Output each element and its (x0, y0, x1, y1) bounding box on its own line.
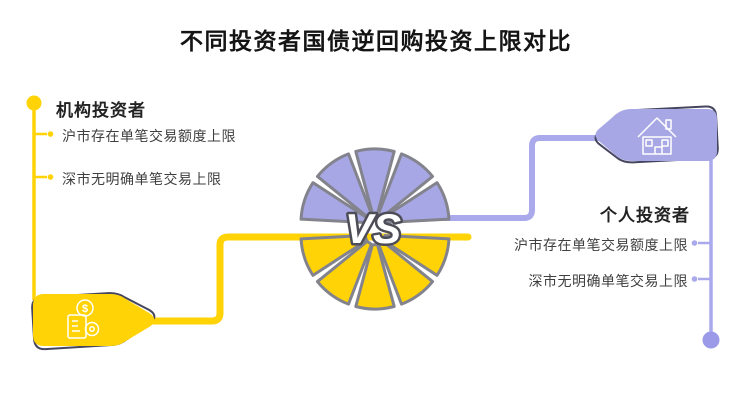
institutional-badge-shape (33, 294, 155, 346)
small-coin-center (89, 326, 95, 332)
right-tick-1 (691, 240, 711, 246)
left-timeline (26, 95, 54, 300)
left-tick-1 (34, 131, 54, 137)
left-tick-dot (47, 174, 54, 180)
right-tick-2 (691, 276, 711, 282)
purple-connector-line (377, 135, 607, 221)
left-tick-dot (47, 131, 54, 137)
house-body (642, 136, 672, 155)
house-door (654, 146, 663, 154)
coin-symbol: $ (82, 303, 88, 315)
house-icon (637, 117, 677, 155)
house-window (661, 139, 669, 147)
individual-badge-shape (595, 109, 717, 161)
institutional-bullet-2: 深市无明确单笔交易上限 (62, 171, 222, 187)
right-timeline-end-dot (702, 331, 720, 349)
yellow-connector-line (146, 233, 472, 325)
money-document-icon: $ (67, 299, 100, 339)
institutional-group-heading: 机构投资者 (56, 101, 146, 120)
coin-circle (76, 299, 94, 317)
left-tick-2 (34, 174, 54, 180)
page-title: 不同投资者国债逆回购投资上限对比 (180, 28, 572, 54)
individual-bullet-2: 深市无明确单笔交易上限 (528, 273, 688, 289)
right-tick-dot (691, 240, 698, 246)
vs-label: VS (345, 205, 401, 252)
house-window (645, 139, 653, 147)
house-roof (637, 117, 677, 138)
small-coin-circle (84, 321, 100, 337)
right-timeline (691, 160, 720, 349)
left-timeline-start-dot (26, 95, 42, 111)
right-tick-dot (691, 276, 698, 282)
individual-badge (594, 105, 719, 164)
institutional-badge: $ (31, 292, 156, 351)
institutional-bullet-1: 沪市存在单笔交易额度上限 (62, 128, 236, 144)
individual-group-heading: 个人投资者 (600, 206, 690, 225)
individual-bullet-1: 沪市存在单笔交易额度上限 (514, 237, 688, 253)
